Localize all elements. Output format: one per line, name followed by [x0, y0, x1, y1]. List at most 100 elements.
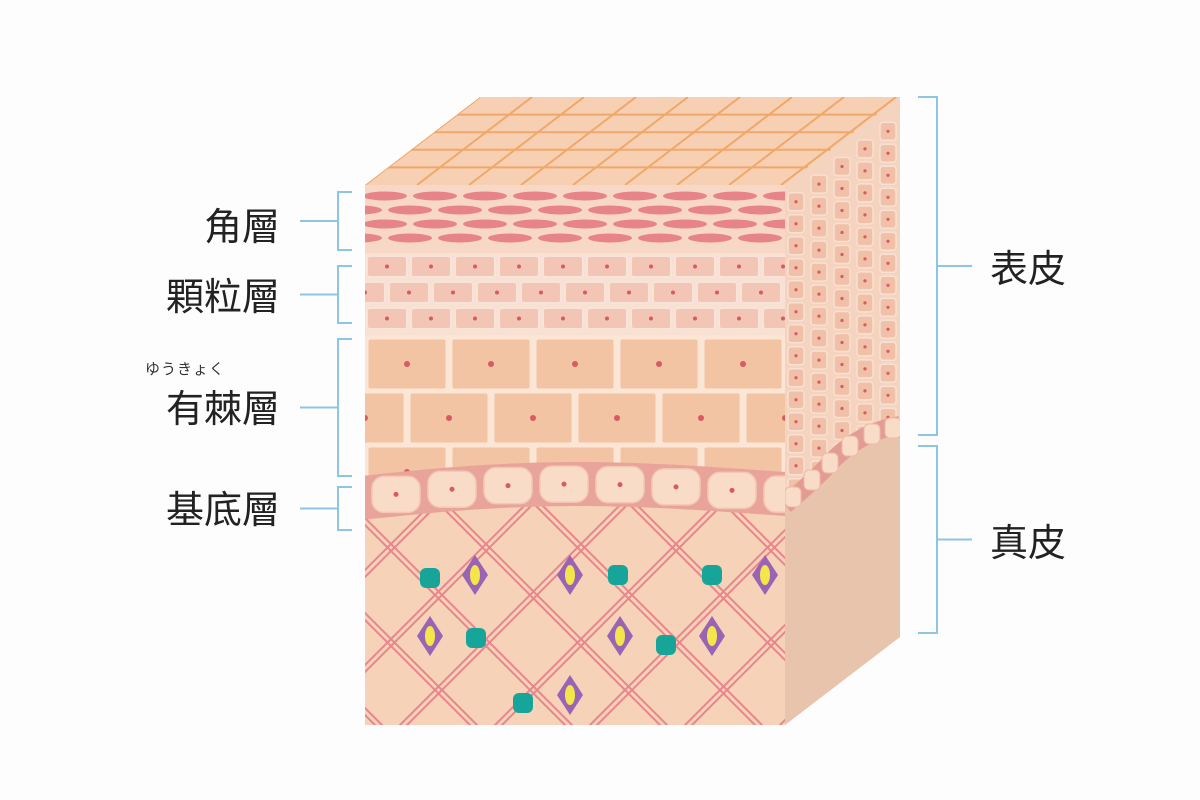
mast-cell	[656, 635, 676, 655]
collagen-fiber	[398, 499, 626, 725]
collagen-fiber	[942, 500, 1200, 760]
collagen-fiber	[0, 500, 132, 760]
spinous-nucleus	[740, 361, 746, 367]
granular-nucleus	[737, 264, 741, 269]
granular-nucleus	[649, 316, 653, 321]
mast-cell	[513, 693, 533, 713]
collagen-fiber	[0, 500, 62, 760]
side-nucleus	[886, 151, 890, 155]
spinous-cell	[283, 446, 363, 498]
corneum-cell	[365, 233, 382, 243]
spinous-nucleus	[320, 361, 326, 367]
corneum-cell	[588, 205, 632, 215]
corneum-cell	[613, 219, 657, 229]
granular-cell	[762, 307, 785, 330]
side-nucleus	[817, 380, 821, 384]
side-basal-cell	[821, 452, 839, 474]
side-nucleus	[817, 248, 821, 252]
collagen-fiber	[0, 500, 252, 760]
side-nucleus	[886, 239, 890, 243]
collagen-fiber	[365, 499, 436, 572]
side-nucleus	[817, 182, 821, 186]
side-nucleus	[886, 261, 890, 265]
corneum-cell	[588, 233, 632, 243]
granular-nucleus	[385, 264, 389, 269]
granular-nucleus	[715, 290, 719, 295]
side-nucleus	[840, 318, 844, 323]
front-face	[0, 185, 1200, 760]
corneum-cell	[563, 191, 607, 201]
corneum-cell	[538, 205, 582, 215]
fibroblast-nucleus	[425, 626, 435, 646]
stratum-corneum-cells	[365, 191, 785, 243]
side-nucleus	[840, 252, 844, 257]
granular-nucleus	[473, 264, 477, 269]
collagen-fiber	[0, 500, 227, 760]
layer-brackets	[300, 96, 972, 634]
basal-nucleus	[617, 482, 623, 488]
granular-nucleus	[627, 290, 631, 295]
side-nucleus	[794, 200, 798, 204]
corneum-cell	[413, 219, 457, 229]
side-nucleus	[840, 274, 844, 279]
spinous-cell	[743, 390, 785, 446]
side-nucleus	[817, 358, 821, 362]
collagen-fiber	[365, 706, 384, 725]
corneum-cell	[463, 191, 507, 201]
side-nucleus	[840, 208, 844, 213]
corneum-cell	[613, 191, 657, 201]
side-nucleus	[863, 235, 867, 239]
basal-nucleus	[561, 481, 567, 487]
collagen-fiber	[1100, 500, 1200, 760]
collagen-fiber	[365, 713, 377, 725]
fibroblast-nucleus	[470, 565, 480, 585]
fibroblast-nucleus	[707, 626, 717, 646]
granular-nucleus	[759, 290, 763, 295]
spinous-nucleus	[614, 415, 620, 421]
basal-cell	[763, 475, 785, 513]
corneum-cell	[488, 233, 532, 243]
spinous-nucleus	[488, 361, 494, 367]
collagen-fiber	[80, 500, 340, 760]
layer-bracket	[337, 191, 352, 251]
dermis-cells	[417, 555, 778, 715]
corneum-cell	[563, 219, 607, 229]
spinous-cell	[365, 390, 407, 446]
corneum-cell	[365, 191, 407, 201]
granular-nucleus	[517, 316, 521, 321]
top-grid-line	[624, 97, 741, 185]
side-nucleus	[794, 464, 798, 468]
basal-nucleus	[393, 491, 399, 497]
side-nucleus	[840, 428, 844, 433]
corneum-cell	[538, 233, 582, 243]
mast-cell	[608, 565, 628, 585]
side-nucleus	[863, 169, 867, 173]
granular-nucleus	[451, 290, 455, 295]
side-nucleus	[863, 345, 867, 349]
side-nucleus	[794, 310, 798, 314]
mast-cell	[702, 565, 722, 585]
corneum-cell	[713, 191, 757, 201]
granular-nucleus	[693, 264, 697, 269]
top-grid-line	[416, 97, 533, 185]
corneum-cell	[763, 191, 785, 201]
layer-bracket	[337, 486, 352, 531]
granular-nucleus	[473, 316, 477, 321]
corneum-cell	[688, 205, 732, 215]
label-stratum-basale: 基底層	[165, 488, 280, 532]
collagen-fiber	[62, 500, 322, 760]
side-nucleus	[886, 327, 890, 331]
side-nucleus	[886, 195, 890, 199]
corneum-cell	[388, 205, 432, 215]
side-nucleus	[794, 442, 798, 446]
granular-nucleus	[407, 290, 411, 295]
granular-nucleus	[385, 316, 389, 321]
side-nucleus	[863, 301, 867, 305]
side-nucleus	[817, 446, 821, 450]
side-nucleus	[840, 406, 844, 411]
granular-nucleus	[429, 316, 433, 321]
spinous-nucleus	[320, 469, 326, 475]
top-grid-line	[468, 97, 585, 185]
